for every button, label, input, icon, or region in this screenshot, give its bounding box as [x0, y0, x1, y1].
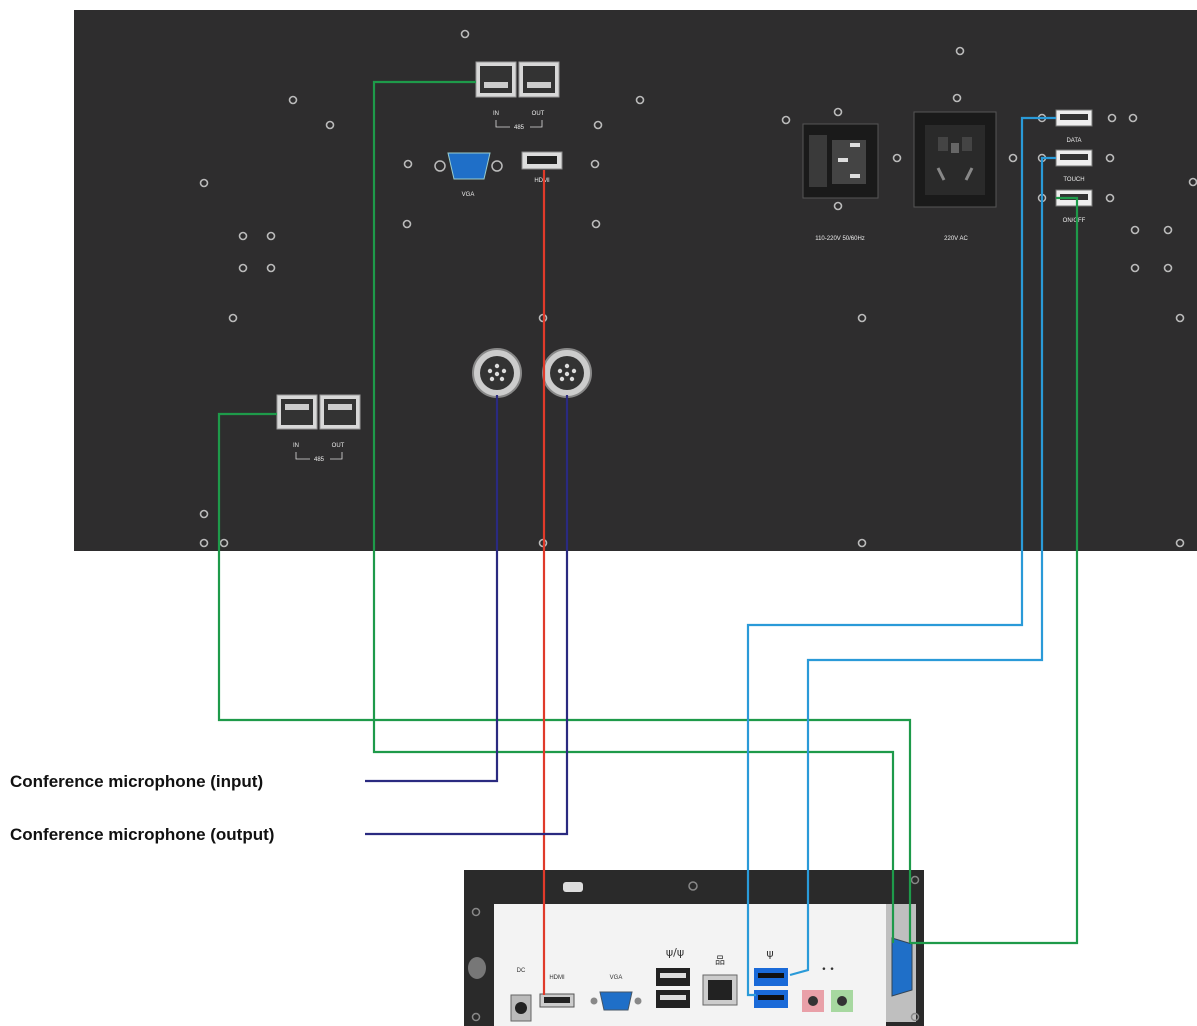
mic-input-caption: Conference microphone (input): [10, 772, 264, 791]
rs485-top-out-label: OUT: [532, 111, 545, 117]
rs485-left-in-label: IN: [293, 443, 299, 449]
rs485-port-top: IN OUT 485: [475, 61, 560, 131]
svg-text:ψ: ψ: [766, 947, 773, 960]
usb-touch-label: TOUCH: [1063, 177, 1084, 183]
mic-connector-right: [542, 348, 592, 398]
screw-holes: [199, 29, 1197, 548]
mic-input-cable: [365, 395, 499, 783]
svg-text:ψ/ψ: ψ/ψ: [666, 946, 684, 959]
rs485-top-bus-label: 485: [514, 125, 525, 131]
usb-data-cable: [746, 116, 1056, 997]
power-inlet-label: 110-220V 50/60Hz: [815, 236, 865, 242]
mic-output-cable: [365, 395, 569, 836]
mic-connector-left: [472, 348, 522, 398]
rs485-cable-top: [372, 80, 895, 943]
hdmi-panel-label: HDMI: [534, 178, 550, 184]
pc-vga-label: VGA: [610, 975, 623, 981]
hdmi-port-panel: HDMI: [521, 151, 563, 184]
pc-dc-label: DC: [517, 968, 526, 974]
svg-text:• •: • •: [821, 965, 834, 975]
rs485-cable-left: [217, 412, 912, 943]
rs485-left-out-label: OUT: [332, 443, 345, 449]
usb-touch-cable: [789, 156, 1056, 977]
rs485-port-left: IN OUT 485: [276, 394, 361, 463]
usb-onoff-label: ON/OFF: [1063, 218, 1086, 224]
power-inlet: 110-220V 50/60Hz: [802, 123, 879, 242]
usb-data-label: DATA: [1066, 138, 1081, 144]
rs485-top-in-label: IN: [493, 111, 499, 117]
pc-hdmi-label: HDMI: [549, 975, 565, 981]
power-outlet-label: 220V AC: [944, 236, 968, 242]
mic-output-caption: Conference microphone (output): [10, 825, 275, 844]
power-outlet: 220V AC: [913, 111, 997, 242]
svg-text:品: 品: [715, 955, 725, 967]
display-rear-panel: [74, 10, 1197, 551]
rs485-left-bus-label: 485: [314, 457, 325, 463]
vga-panel-label: VGA: [462, 192, 475, 198]
pc-io-panel: DC HDMI VGA ψ/ψ 品 ψ • •: [464, 870, 924, 1026]
onoff-serial-cable: [910, 196, 1079, 945]
vga-port-panel: VGA: [434, 152, 503, 198]
